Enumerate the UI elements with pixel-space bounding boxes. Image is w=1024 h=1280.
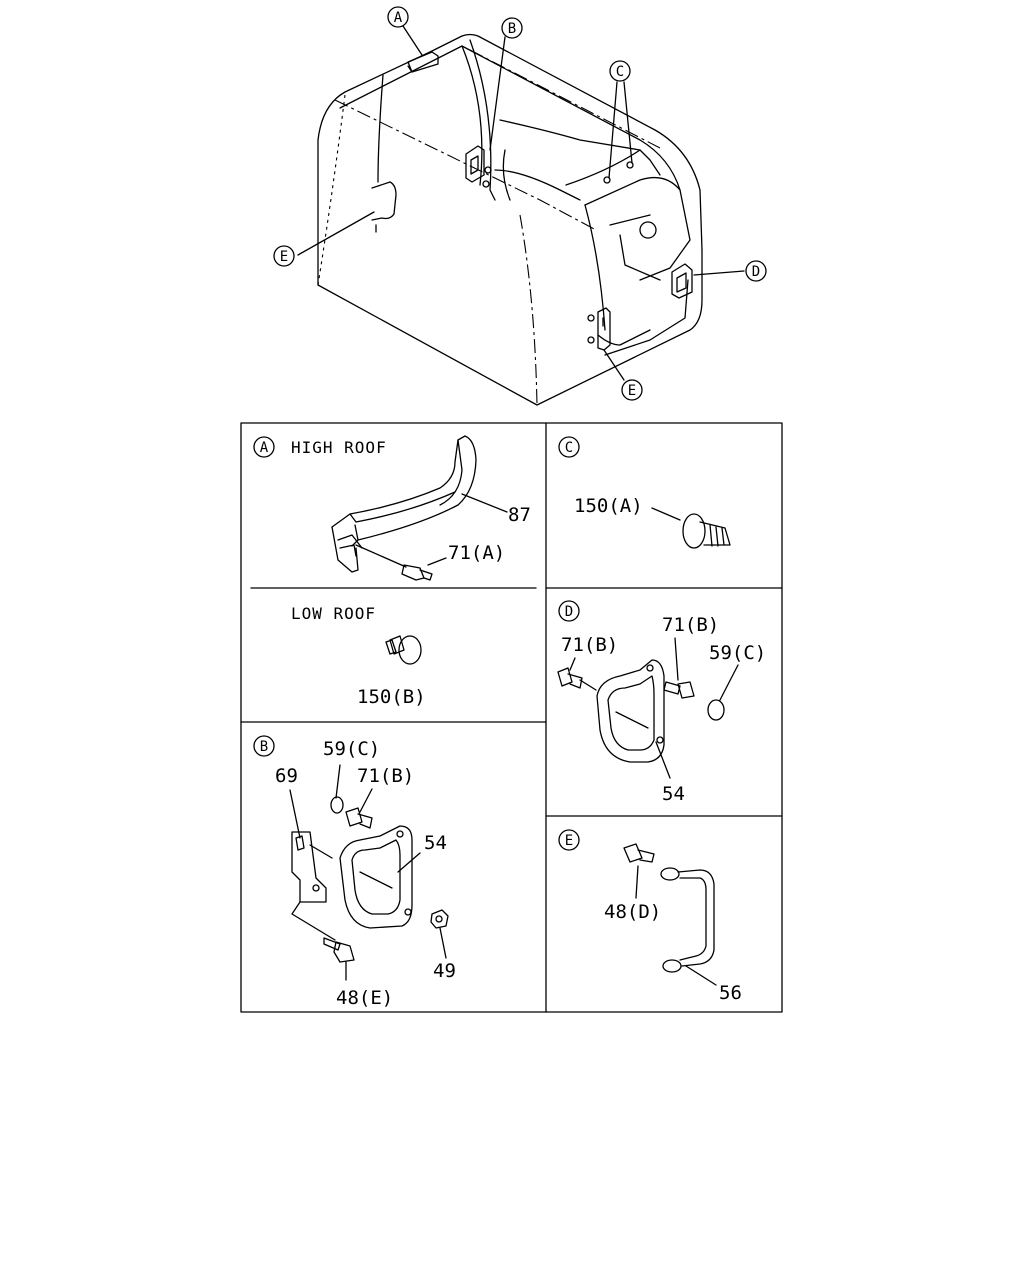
label-150b: 150(B) [357,686,426,708]
svg-text:B: B [260,739,268,755]
callout-b: B [501,17,523,39]
bracket-69-drawing [291,831,336,941]
bolt-71b-drawing [345,807,373,829]
panel-e-letter: E [558,829,580,851]
panel-c-letter: C [558,436,580,458]
panel-b: B 59(C) 71(B) 69 54 49 48(E) [253,735,456,1009]
assist-handle-56-drawing [660,867,715,973]
svg-text:D: D [752,264,760,280]
panel-c: C 150(A) [558,436,731,549]
label-54-d: 54 [662,783,685,805]
svg-text:C: C [565,440,573,456]
panel-a-high-roof: A HIGH ROOF 87 71(A) [253,435,531,581]
bolt-71a-drawing [355,544,433,581]
label-71b-left: 71(B) [561,634,618,656]
label-48d: 48(D) [604,901,661,923]
cover-54-d-drawing [579,659,665,763]
svg-text:B: B [508,21,516,37]
label-71a: 71(A) [448,542,505,564]
svg-text:E: E [280,249,288,265]
panel-a-title: HIGH ROOF [291,438,387,457]
svg-text:C: C [616,64,624,80]
label-69: 69 [275,765,298,787]
label-59c-d: 59(C) [709,642,766,664]
label-48e: 48(E) [336,987,393,1009]
panel-a-letter: A [253,436,275,458]
clip-150b-drawing [385,635,422,665]
callout-e-right: E [621,379,643,401]
cab-overview-drawing [297,25,745,406]
label-49: 49 [433,960,456,982]
callout-a: A [387,6,409,28]
label-150a: 150(A) [574,495,643,517]
nut-49-drawing [430,909,449,929]
cover-54-drawing [339,825,413,929]
svg-text:E: E [628,383,636,399]
panel-a-low-roof-title: LOW ROOF [291,604,376,623]
plug-59c-drawing [330,796,344,814]
bolt-71b-right-drawing [663,681,695,699]
label-87: 87 [508,504,531,526]
label-71b-right: 71(B) [662,614,719,636]
callout-d: D [745,260,767,282]
panel-d: D 71(B) 71(B) 59(C) 54 [557,600,766,805]
callout-e-left: E [273,245,295,267]
callout-c: C [609,60,631,82]
svg-text:D: D [565,604,573,620]
bolt-71b-left-drawing [557,667,583,689]
panel-b-letter: B [253,735,275,757]
label-59c: 59(C) [323,738,380,760]
panel-d-letter: D [558,600,580,622]
label-56: 56 [719,982,742,1004]
bolt-48d-drawing [623,843,655,863]
label-71b: 71(B) [357,765,414,787]
bolt-48e-drawing [323,937,355,963]
plug-59c-d-drawing [707,699,725,721]
panel-e: E 48(D) 56 [558,829,742,1004]
label-54: 54 [424,832,447,854]
svg-text:A: A [260,440,269,456]
svg-text:E: E [565,833,573,849]
assist-grip-87-drawing [331,435,477,573]
detail-grid [240,422,783,1013]
panel-a-low-roof: LOW ROOF 150(B) [291,604,426,708]
svg-text:A: A [394,10,403,26]
clip-150a-drawing [682,513,731,549]
